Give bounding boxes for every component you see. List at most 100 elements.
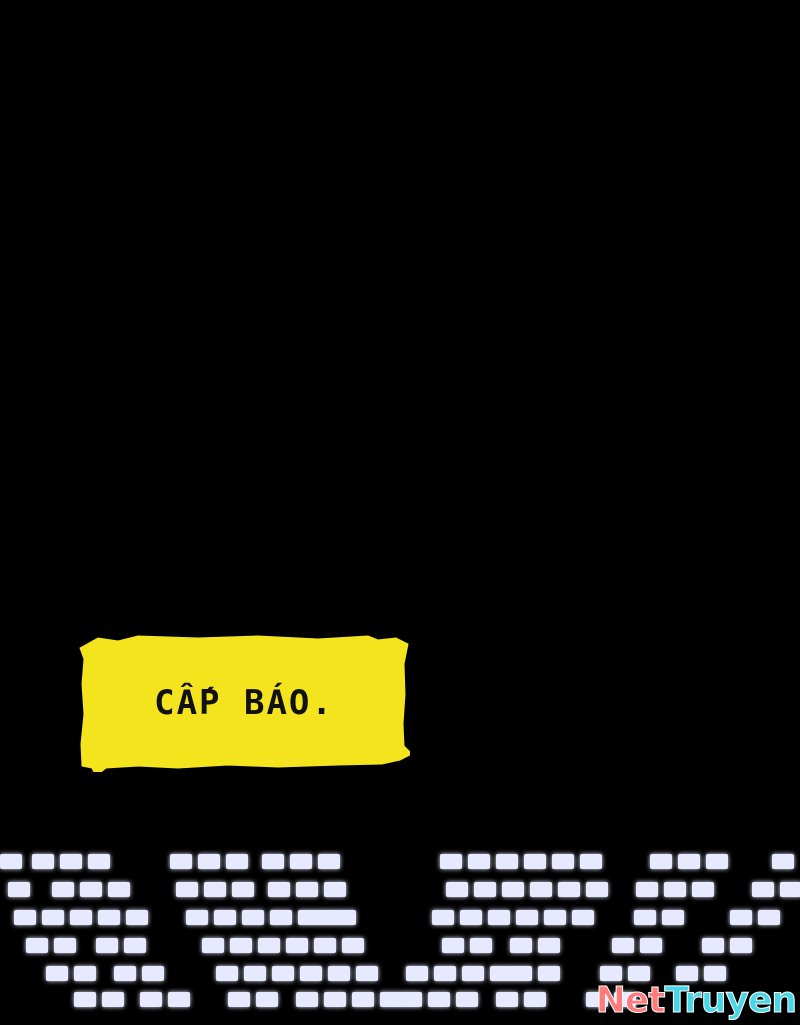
- lit-window: [380, 992, 402, 1007]
- lit-window: [524, 992, 546, 1007]
- lit-window: [586, 882, 608, 897]
- lit-window: [124, 938, 146, 953]
- lit-window: [204, 882, 226, 897]
- lit-window: [232, 882, 254, 897]
- lit-window: [502, 882, 524, 897]
- lit-window: [54, 938, 76, 953]
- lit-window: [70, 910, 92, 925]
- lit-windows-skyline: [0, 854, 800, 1007]
- lit-window: [614, 992, 636, 1007]
- lit-window: [636, 882, 658, 897]
- lit-window: [142, 966, 164, 981]
- lit-window: [650, 854, 672, 869]
- lit-window: [692, 882, 714, 897]
- lit-window: [126, 910, 148, 925]
- site-watermark: NetTruyen: [595, 980, 797, 1022]
- lit-window: [780, 882, 800, 897]
- lit-window: [758, 910, 780, 925]
- lit-window: [612, 938, 634, 953]
- lit-window: [470, 938, 492, 953]
- lit-window: [544, 910, 566, 925]
- lit-window: [88, 854, 110, 869]
- lit-window: [510, 938, 532, 953]
- lit-window: [170, 854, 192, 869]
- lit-window: [524, 854, 546, 869]
- lit-window: [600, 966, 622, 981]
- lit-window: [468, 854, 490, 869]
- lit-window: [286, 938, 308, 953]
- lit-window: [490, 966, 512, 981]
- lit-window: [730, 910, 752, 925]
- lit-window: [226, 854, 248, 869]
- lit-window: [456, 992, 478, 1007]
- lit-window: [352, 992, 374, 1007]
- lit-window: [628, 966, 650, 981]
- lit-window: [442, 938, 464, 953]
- lit-window: [80, 882, 102, 897]
- watermark-part-b: Truyen: [664, 980, 797, 1022]
- lit-window: [262, 854, 284, 869]
- lit-window: [488, 910, 510, 925]
- lit-window: [334, 910, 356, 925]
- lit-window: [96, 938, 118, 953]
- lit-window: [702, 938, 724, 953]
- lit-window: [432, 910, 454, 925]
- lit-window: [516, 910, 538, 925]
- lit-window: [428, 992, 450, 1007]
- lit-window: [270, 910, 292, 925]
- lit-window: [8, 882, 30, 897]
- lit-window: [60, 854, 82, 869]
- lit-window: [186, 910, 208, 925]
- lit-window: [730, 938, 752, 953]
- lit-window: [98, 910, 120, 925]
- lit-window: [510, 966, 532, 981]
- lit-window: [102, 992, 124, 1007]
- lit-window: [406, 966, 428, 981]
- lit-window: [496, 992, 518, 1007]
- lit-window: [168, 992, 190, 1007]
- lit-window: [14, 910, 36, 925]
- lit-window: [52, 882, 74, 897]
- lit-window: [676, 966, 698, 981]
- lit-window: [318, 854, 340, 869]
- lit-window: [296, 992, 318, 1007]
- lit-window: [228, 992, 250, 1007]
- lit-window: [772, 854, 794, 869]
- lit-window: [662, 910, 684, 925]
- lit-window: [634, 910, 656, 925]
- lit-window: [32, 854, 54, 869]
- lit-window: [572, 910, 594, 925]
- lit-window: [202, 938, 224, 953]
- lit-window: [434, 966, 456, 981]
- lit-window: [300, 966, 322, 981]
- lit-window: [640, 938, 662, 953]
- lit-window: [230, 938, 252, 953]
- caption-background: [79, 635, 410, 772]
- lit-window: [26, 938, 48, 953]
- lit-window: [558, 882, 580, 897]
- lit-window: [324, 882, 346, 897]
- lit-window: [586, 992, 608, 1007]
- lit-window: [214, 910, 236, 925]
- lit-window: [216, 966, 238, 981]
- lit-window: [706, 854, 728, 869]
- lit-window: [268, 882, 290, 897]
- lit-window: [244, 966, 266, 981]
- lit-window: [342, 938, 364, 953]
- lit-window: [46, 966, 68, 981]
- lit-window: [752, 882, 774, 897]
- lit-window: [580, 854, 602, 869]
- caption-text: CẤP BÁO.: [154, 683, 334, 723]
- lit-window: [256, 992, 278, 1007]
- lit-window: [296, 882, 318, 897]
- lit-window: [440, 854, 462, 869]
- lit-window: [530, 882, 552, 897]
- lit-window: [0, 854, 22, 869]
- lit-window: [198, 854, 220, 869]
- lit-window: [108, 882, 130, 897]
- lit-window: [446, 882, 468, 897]
- lit-window: [242, 910, 264, 925]
- lit-window: [74, 992, 96, 1007]
- lit-window: [314, 938, 336, 953]
